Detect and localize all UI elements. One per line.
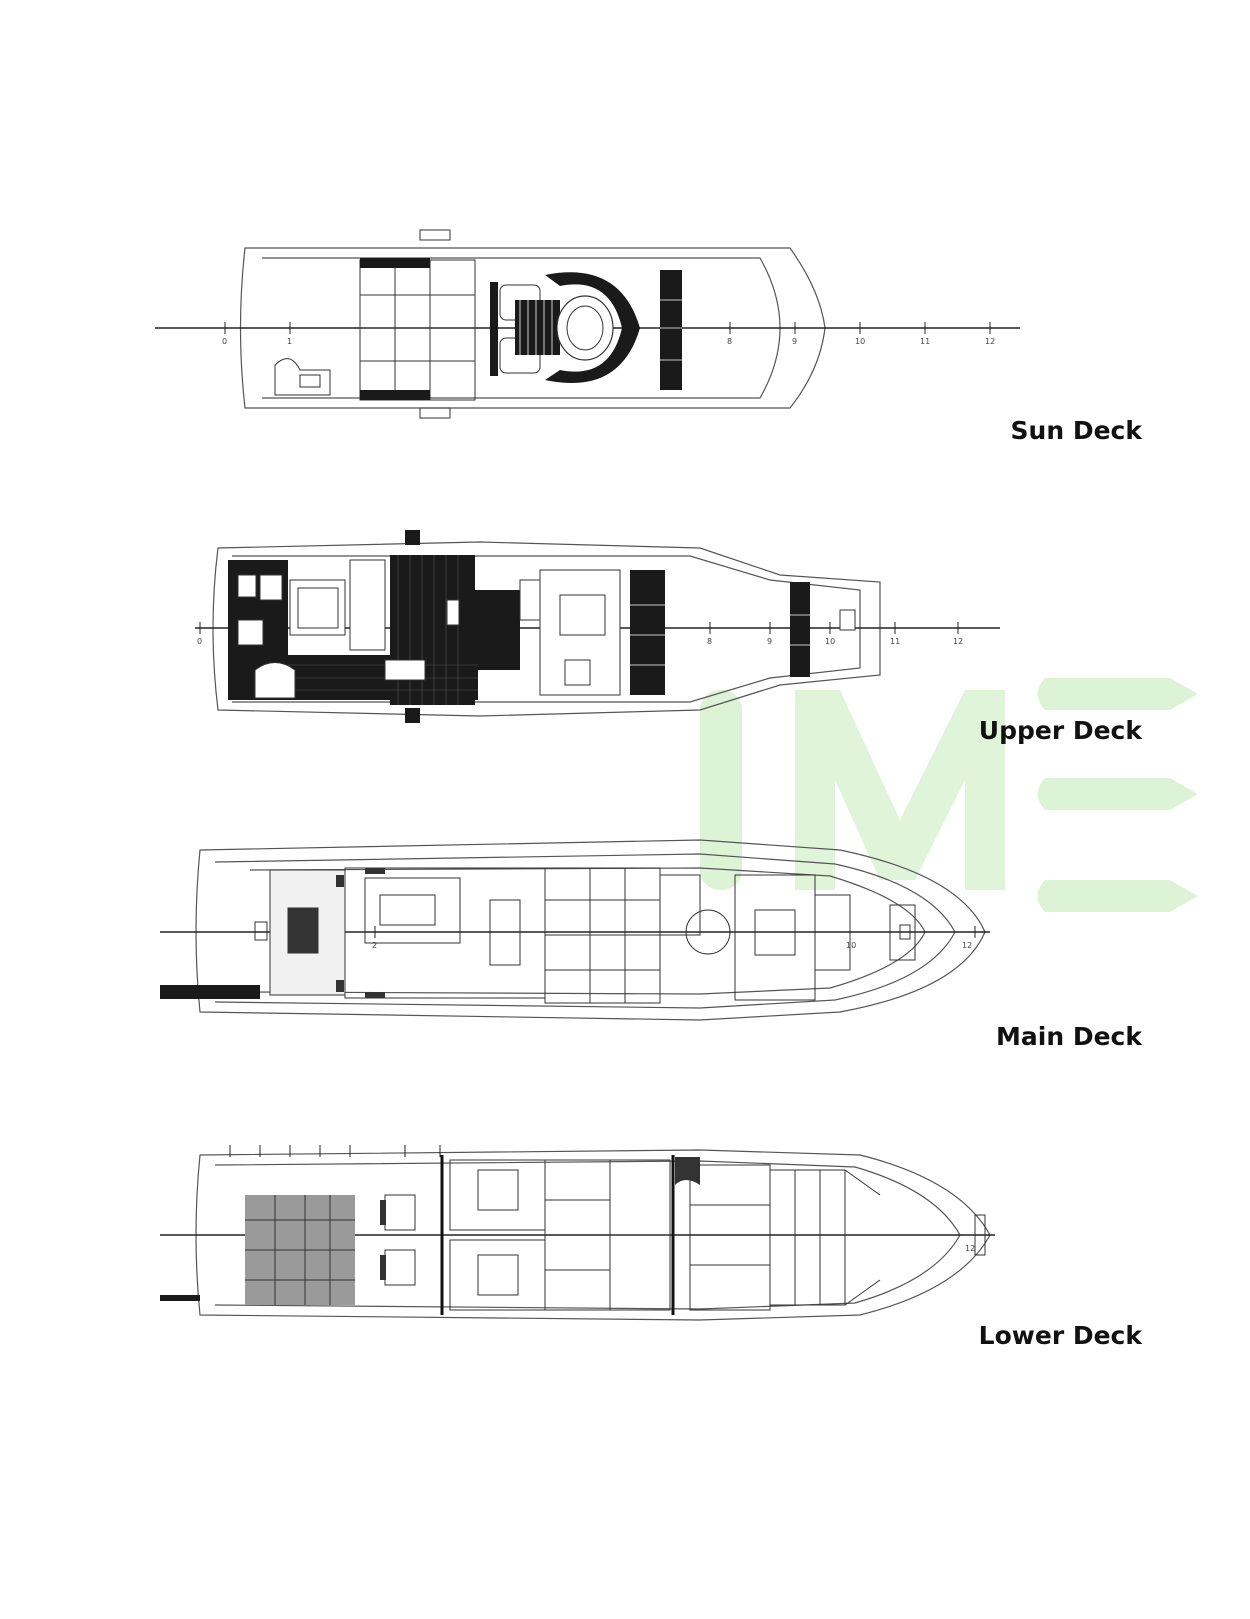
upper-deck-plan: 0 8 9 10 11 12 xyxy=(0,520,1250,760)
sun-deck-plan: 0 1 8 9 10 11 12 xyxy=(0,220,1250,460)
lower-deck-plan: 12 xyxy=(0,1125,1250,1375)
svg-text:0: 0 xyxy=(197,637,202,646)
upper-deck-label: Upper Deck xyxy=(978,716,1142,745)
svg-text:12: 12 xyxy=(953,637,963,646)
svg-text:10: 10 xyxy=(846,941,856,950)
svg-text:10: 10 xyxy=(825,637,835,646)
svg-text:12: 12 xyxy=(965,1244,975,1253)
svg-text:8: 8 xyxy=(707,637,712,646)
svg-text:9: 9 xyxy=(792,337,797,346)
svg-text:2: 2 xyxy=(372,941,377,950)
sun-deck-label: Sun Deck xyxy=(1010,416,1142,445)
upper-deck-drawing: 0 8 9 10 11 12 xyxy=(195,530,1000,723)
svg-text:11: 11 xyxy=(890,637,900,646)
svg-text:9: 9 xyxy=(767,637,772,646)
svg-text:12: 12 xyxy=(985,337,995,346)
svg-text:8: 8 xyxy=(727,337,732,346)
svg-text:0: 0 xyxy=(222,337,227,346)
svg-text:10: 10 xyxy=(855,337,865,346)
main-deck-plan: 2 10 12 xyxy=(0,820,1250,1070)
svg-text:12: 12 xyxy=(962,941,972,950)
lower-deck-label: Lower Deck xyxy=(978,1321,1142,1350)
main-deck-drawing: 2 10 12 xyxy=(160,839,990,1021)
svg-text:11: 11 xyxy=(920,337,930,346)
sun-deck-drawing: 0 1 8 9 10 11 12 xyxy=(155,229,1020,419)
lower-deck-drawing: 12 xyxy=(160,1145,995,1321)
svg-text:1: 1 xyxy=(287,337,292,346)
main-deck-label: Main Deck xyxy=(996,1022,1142,1051)
